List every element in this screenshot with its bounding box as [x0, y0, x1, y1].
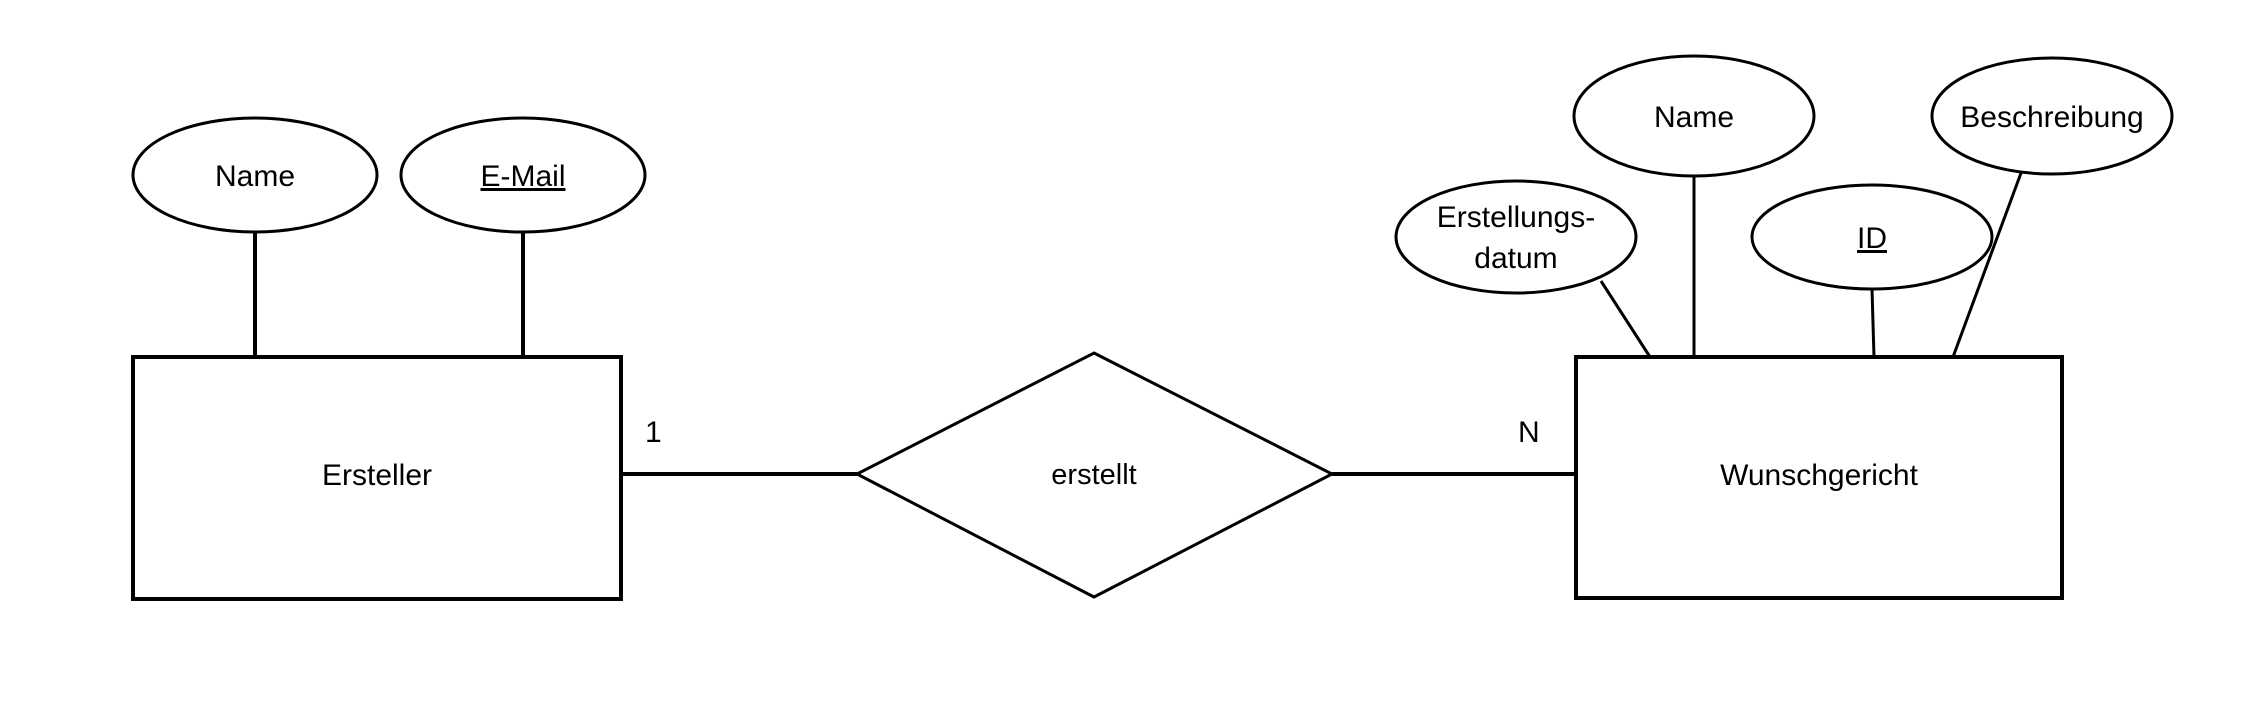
attribute-ersteller-name[interactable]	[131, 116, 379, 234]
entity-wunschgericht-label: Wunschgericht	[1720, 459, 1919, 492]
entity-wunschgericht[interactable]	[1574, 355, 2064, 600]
cardinality-label-right: N	[1518, 416, 1540, 449]
attribute-wunschgericht-id-label: ID	[1857, 222, 1887, 255]
connector-wunschgericht-id	[1870, 288, 1876, 358]
relationship-erstellt[interactable]	[853, 351, 1336, 599]
attribute-wunschgericht-erstellungsdatum-label-line2: datum	[1474, 242, 1557, 275]
relationship-erstellt-label: erstellt	[1051, 459, 1136, 491]
connector-wunschgericht-beschreibung	[1951, 172, 2023, 358]
attribute-wunschgericht-erstellungsdatum-label-line1: Erstellungs-	[1437, 201, 1595, 234]
attribute-wunschgericht-name-label: Name	[1654, 101, 1734, 134]
connector-wunschgericht-erstellungsdatum	[1599, 280, 1652, 358]
attribute-ersteller-email-label: E-Mail	[480, 160, 565, 193]
entity-ersteller[interactable]	[131, 355, 623, 601]
attribute-ersteller-email[interactable]	[399, 116, 647, 234]
entity-ersteller-label: Ersteller	[322, 459, 432, 492]
attribute-wunschgericht-id[interactable]	[1750, 183, 1994, 291]
attribute-wunschgericht-beschreibung[interactable]	[1930, 56, 2174, 176]
attribute-wunschgericht-erstellungsdatum[interactable]	[1394, 179, 1638, 295]
attribute-wunschgericht-name[interactable]	[1572, 54, 1816, 178]
attribute-wunschgericht-beschreibung-label: Beschreibung	[1960, 101, 2143, 134]
attribute-ersteller-name-label: Name	[215, 160, 295, 193]
cardinality-label-left: 1	[645, 416, 662, 449]
